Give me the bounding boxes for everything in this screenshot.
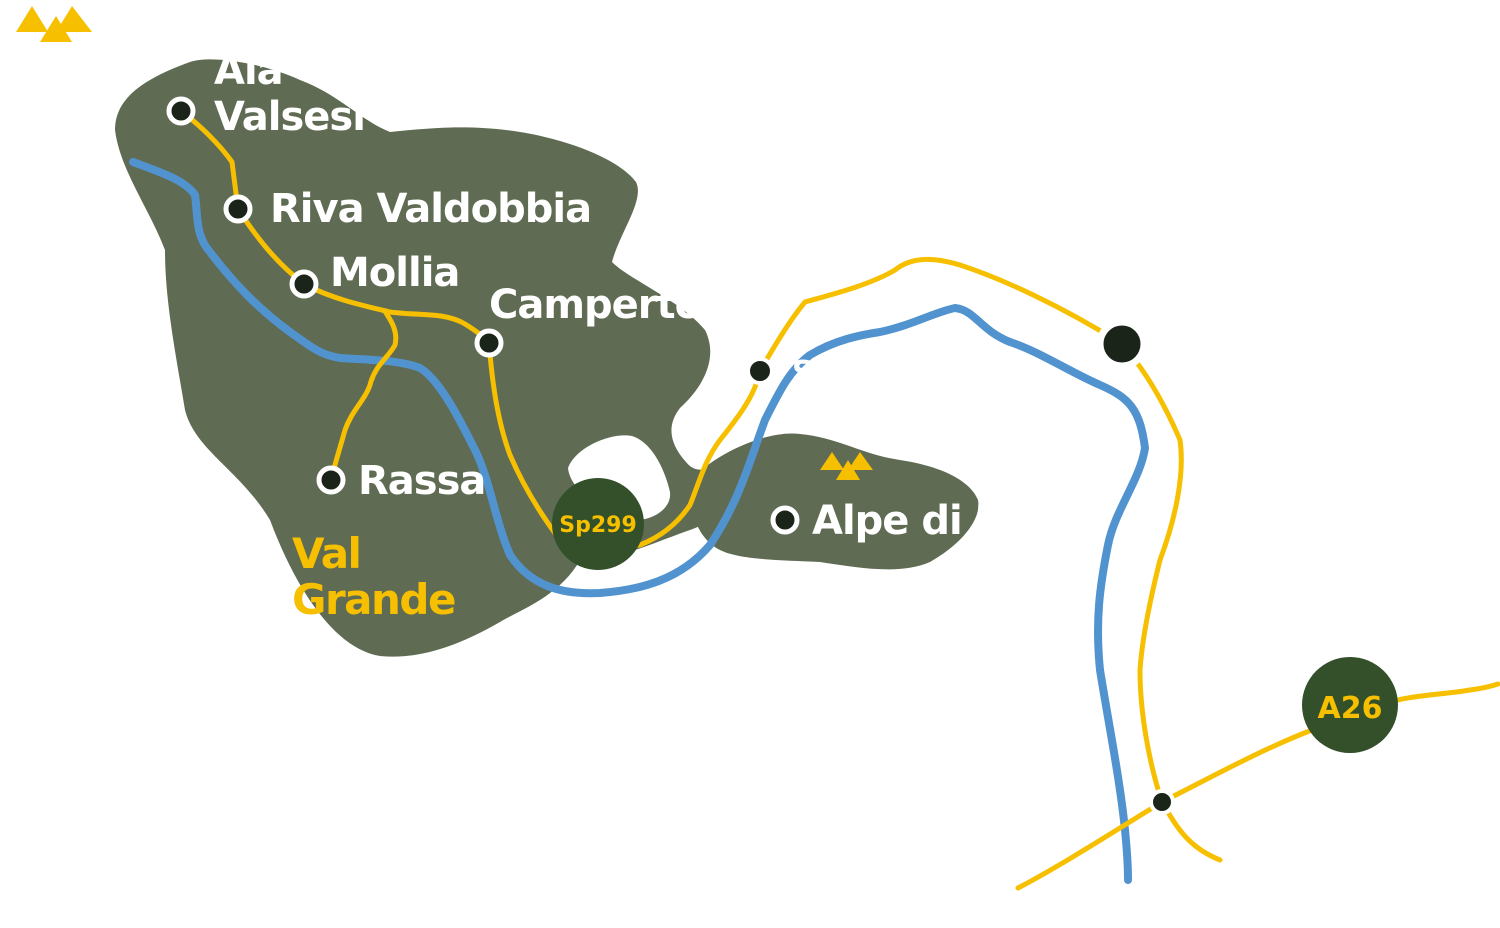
marker-layer [166, 96, 1175, 815]
road-badge-sp299[interactable]: Sp299 [552, 478, 644, 570]
road-main-valley [178, 108, 1223, 863]
town-marker-alpe[interactable] [770, 505, 800, 535]
svg-text:Sp299: Sp299 [559, 513, 637, 538]
alpe-land-area [689, 433, 979, 570]
road-a26 [1015, 681, 1500, 891]
area-label-line2: Grande [292, 575, 455, 624]
town-marker-mollia[interactable] [289, 269, 319, 299]
town-marker-alagna[interactable] [166, 96, 196, 126]
mountain-icon [820, 452, 873, 480]
town-label-scopa: S [792, 355, 813, 390]
mountain-icon [16, 6, 92, 42]
town-label-alpe: Alpe di M [812, 498, 1013, 544]
river-layer [129, 158, 1150, 884]
town-marker-varallo[interactable] [1096, 318, 1148, 370]
area-label-line1: Val [292, 529, 360, 578]
svg-text:A26: A26 [1318, 691, 1383, 726]
river-sesia-upper [129, 158, 1150, 884]
town-label-rassa: Rassa [358, 458, 485, 504]
road-rassa-branch [328, 310, 399, 483]
road-badge-a26[interactable]: A26 [1302, 657, 1398, 753]
town-marker-campertogno[interactable] [474, 328, 504, 358]
town-label-mollia: Mollia [330, 250, 459, 296]
town-marker-scopa[interactable] [746, 357, 774, 385]
town-label-riva: Riva Valdobbia [270, 186, 591, 232]
town-label-alagna-line1: Ala [214, 48, 283, 94]
valsesia-land-area [115, 59, 762, 657]
town-marker-rassa[interactable] [316, 465, 346, 495]
town-marker-riva[interactable] [223, 194, 253, 224]
town-label-alagna-line2: Valsesi [214, 94, 365, 140]
junction-marker[interactable] [1149, 789, 1175, 815]
town-label-campertogno: Camperto [489, 282, 701, 328]
